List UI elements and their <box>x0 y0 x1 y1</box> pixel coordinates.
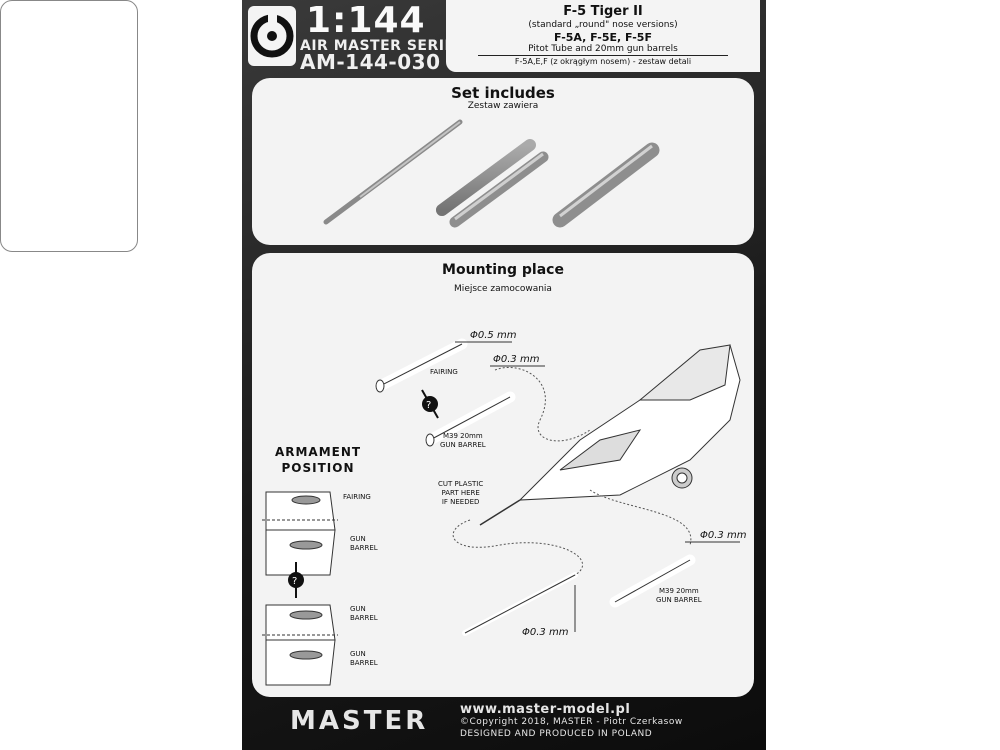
armament-barrel-1: BARREL <box>350 544 378 552</box>
barrel-drawing-1 <box>424 391 516 447</box>
armament-diagram: ? <box>262 491 338 686</box>
armament-barrel-2: BARREL <box>350 614 378 622</box>
armament-barrel-3: BARREL <box>350 659 378 667</box>
dim-03-label-c: Φ0.3 mm <box>522 627 569 638</box>
armament-title: ARMAMENT POSITION <box>250 444 386 476</box>
product-subtitle: (standard „round" nose versions) <box>528 20 678 30</box>
set-includes-subtitle: Zestaw zawiera <box>467 101 539 111</box>
barrel-drawing-2 <box>609 554 696 608</box>
svg-text:?: ? <box>426 400 431 411</box>
fairing-drawing <box>374 338 468 393</box>
swap-arrow-icon: ? <box>421 389 439 419</box>
cut-1: CUT PLASTIC <box>438 480 484 488</box>
pitot-tube-part <box>323 119 463 225</box>
armament-fairing-label: FAIRING <box>343 493 371 501</box>
cut-2: PART HERE <box>441 489 480 497</box>
m39-a-1: M39 20mm <box>442 432 483 440</box>
website-url[interactable]: www.master-model.pl <box>460 702 631 717</box>
svg-text:?: ? <box>292 576 297 587</box>
aircraft-nose-drawing <box>479 344 741 526</box>
mounting-panel <box>252 253 754 697</box>
pitot-drawing <box>462 572 578 636</box>
copyright-text: ©Copyright 2018, MASTER - Piotr Czerkaso… <box>460 717 683 727</box>
series-label: AIR MASTER SERIES <box>300 38 466 54</box>
gun-barrel-part-2 <box>552 142 660 228</box>
leader-lines <box>452 366 692 576</box>
product-code: AM-144-030 <box>300 50 441 74</box>
brand-name: MASTER <box>290 706 429 736</box>
armament-gun-3: GUN <box>350 650 366 658</box>
gun-barrel-part-1 <box>449 151 549 228</box>
master-logo-icon <box>248 6 296 66</box>
m39-b-1: M39 20mm <box>658 587 699 595</box>
product-contents-pl: F-5A,E,F (z okrągłym nosem) - zestaw det… <box>514 57 692 66</box>
armament-title-2: POSITION <box>281 461 355 475</box>
m39-a-2: GUN BARREL <box>440 441 486 449</box>
made-in-text: DESIGNED AND PRODUCED IN POLAND <box>460 729 653 739</box>
dim-05-label: Φ0.5 mm <box>470 330 517 341</box>
product-title: F-5 Tiger II <box>563 4 643 19</box>
cut-3: IF NEEDED <box>441 498 480 506</box>
armament-gun-1: GUN <box>350 535 366 543</box>
fairing-label: FAIRING <box>430 368 458 376</box>
mounting-title: Mounting place <box>442 262 564 278</box>
fairing-part <box>436 139 536 216</box>
title-box <box>446 0 760 72</box>
leader-solid-lines <box>455 341 740 632</box>
product-variants: F-5A, F-5E, F-5F <box>554 31 652 44</box>
armament-position-panel <box>0 0 138 252</box>
scale-label: 1:144 <box>306 0 426 41</box>
mounting-subtitle: Miejsce zamocowania <box>454 284 552 294</box>
armament-gun-2: GUN <box>350 605 366 613</box>
dim-03-label-b: Φ0.3 mm <box>700 530 747 541</box>
armament-title-1: ARMAMENT <box>274 445 362 459</box>
title-divider <box>478 55 728 56</box>
dim-03-label-a: Φ0.3 mm <box>493 354 540 365</box>
m39-b-2: GUN BARREL <box>656 596 702 604</box>
set-includes-title: Set includes <box>451 84 555 102</box>
product-contents: Pitot Tube and 20mm gun barrels <box>528 44 678 54</box>
